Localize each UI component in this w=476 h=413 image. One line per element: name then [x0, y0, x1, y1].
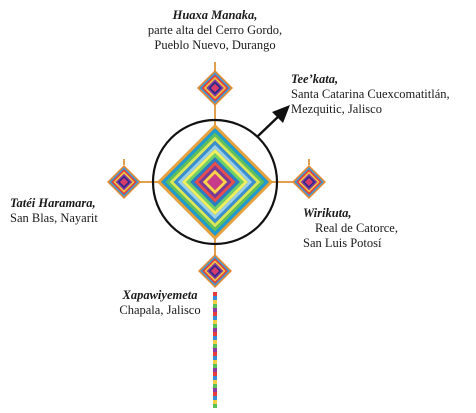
tail-stripe: [213, 396, 217, 400]
tail-stripe: [213, 368, 217, 372]
tail-stripe: [213, 400, 217, 404]
tail-stripe: [213, 364, 217, 368]
tail-stripe: [213, 316, 217, 320]
ojo-west: [107, 159, 141, 199]
tail-stripe: [213, 384, 217, 388]
ojo-tail: [213, 292, 217, 408]
label-northeast-line-2: Mezquitic, Jalisco: [291, 102, 382, 116]
ojo-south-band: [210, 266, 220, 276]
label-east-line-1: Real de Catorce,: [315, 221, 398, 235]
arrow-head: [272, 105, 290, 123]
tail-stripe: [213, 304, 217, 308]
label-northeast-line-1: Santa Catarina Cuexcomatitlán,: [291, 87, 450, 101]
tail-stripe: [213, 320, 217, 324]
tail-stripe: [213, 376, 217, 380]
label-northeast-name: Tee’kata,: [291, 72, 339, 86]
label-north-line-2: Pueblo Nuevo, Durango: [154, 38, 276, 52]
tail-stripe: [213, 332, 217, 336]
label-south-name: Xapawiyemeta: [122, 288, 198, 302]
tail-stripe: [213, 348, 217, 352]
tail-stripe: [213, 344, 217, 348]
tail-stripe: [213, 340, 217, 344]
ojo-south: [198, 248, 232, 288]
label-south-line-1: Chapala, Jalisco: [119, 303, 201, 317]
tail-stripe: [213, 356, 217, 360]
label-northeast: Tee’kata, Santa Catarina Cuexcomatitlán,…: [291, 72, 471, 117]
label-west-line-1: San Blas, Nayarit: [10, 211, 98, 225]
label-north-name: Huaxa Manaka,: [172, 8, 258, 22]
tail-stripe: [213, 392, 217, 396]
label-south: Xapawiyemeta Chapala, Jalisco: [100, 288, 220, 318]
tail-stripe: [213, 336, 217, 340]
tail-stripe: [213, 372, 217, 376]
tail-stripe: [213, 388, 217, 392]
tail-stripe: [213, 360, 217, 364]
ojo-east: [292, 159, 326, 199]
ojo-east-band: [304, 177, 314, 187]
center-ojo-band: [206, 173, 224, 191]
ojo-north: [197, 64, 233, 106]
label-east-name: Wirikuta,: [303, 206, 352, 220]
tail-stripe: [213, 324, 217, 328]
ojo-west-band: [119, 177, 129, 187]
tail-stripe: [213, 328, 217, 332]
label-west: Tatéi Haramara, San Blas, Nayarit: [10, 196, 130, 226]
label-west-name: Tatéi Haramara,: [10, 196, 96, 210]
tail-stripe: [213, 292, 217, 296]
label-north-line-1: parte alta del Cerro Gordo,: [147, 23, 283, 37]
tail-stripe: [213, 312, 217, 316]
tail-stripe: [213, 380, 217, 384]
central-ojo-de-dios: [156, 123, 274, 241]
tail-stripe: [213, 300, 217, 304]
label-north: Huaxa Manaka, parte alta del Cerro Gordo…: [125, 8, 305, 53]
northeast-arrow: [257, 105, 290, 137]
ojo-north-band: [210, 83, 220, 93]
center-circle: [151, 118, 279, 246]
tail-stripe: [213, 404, 217, 408]
label-east: Wirikuta, Real de Catorce, San Luis Poto…: [303, 206, 423, 251]
tail-stripe: [213, 308, 217, 312]
label-east-line-2: San Luis Potosí: [303, 236, 382, 250]
tail-stripe: [213, 352, 217, 356]
tail-stripe: [213, 296, 217, 300]
